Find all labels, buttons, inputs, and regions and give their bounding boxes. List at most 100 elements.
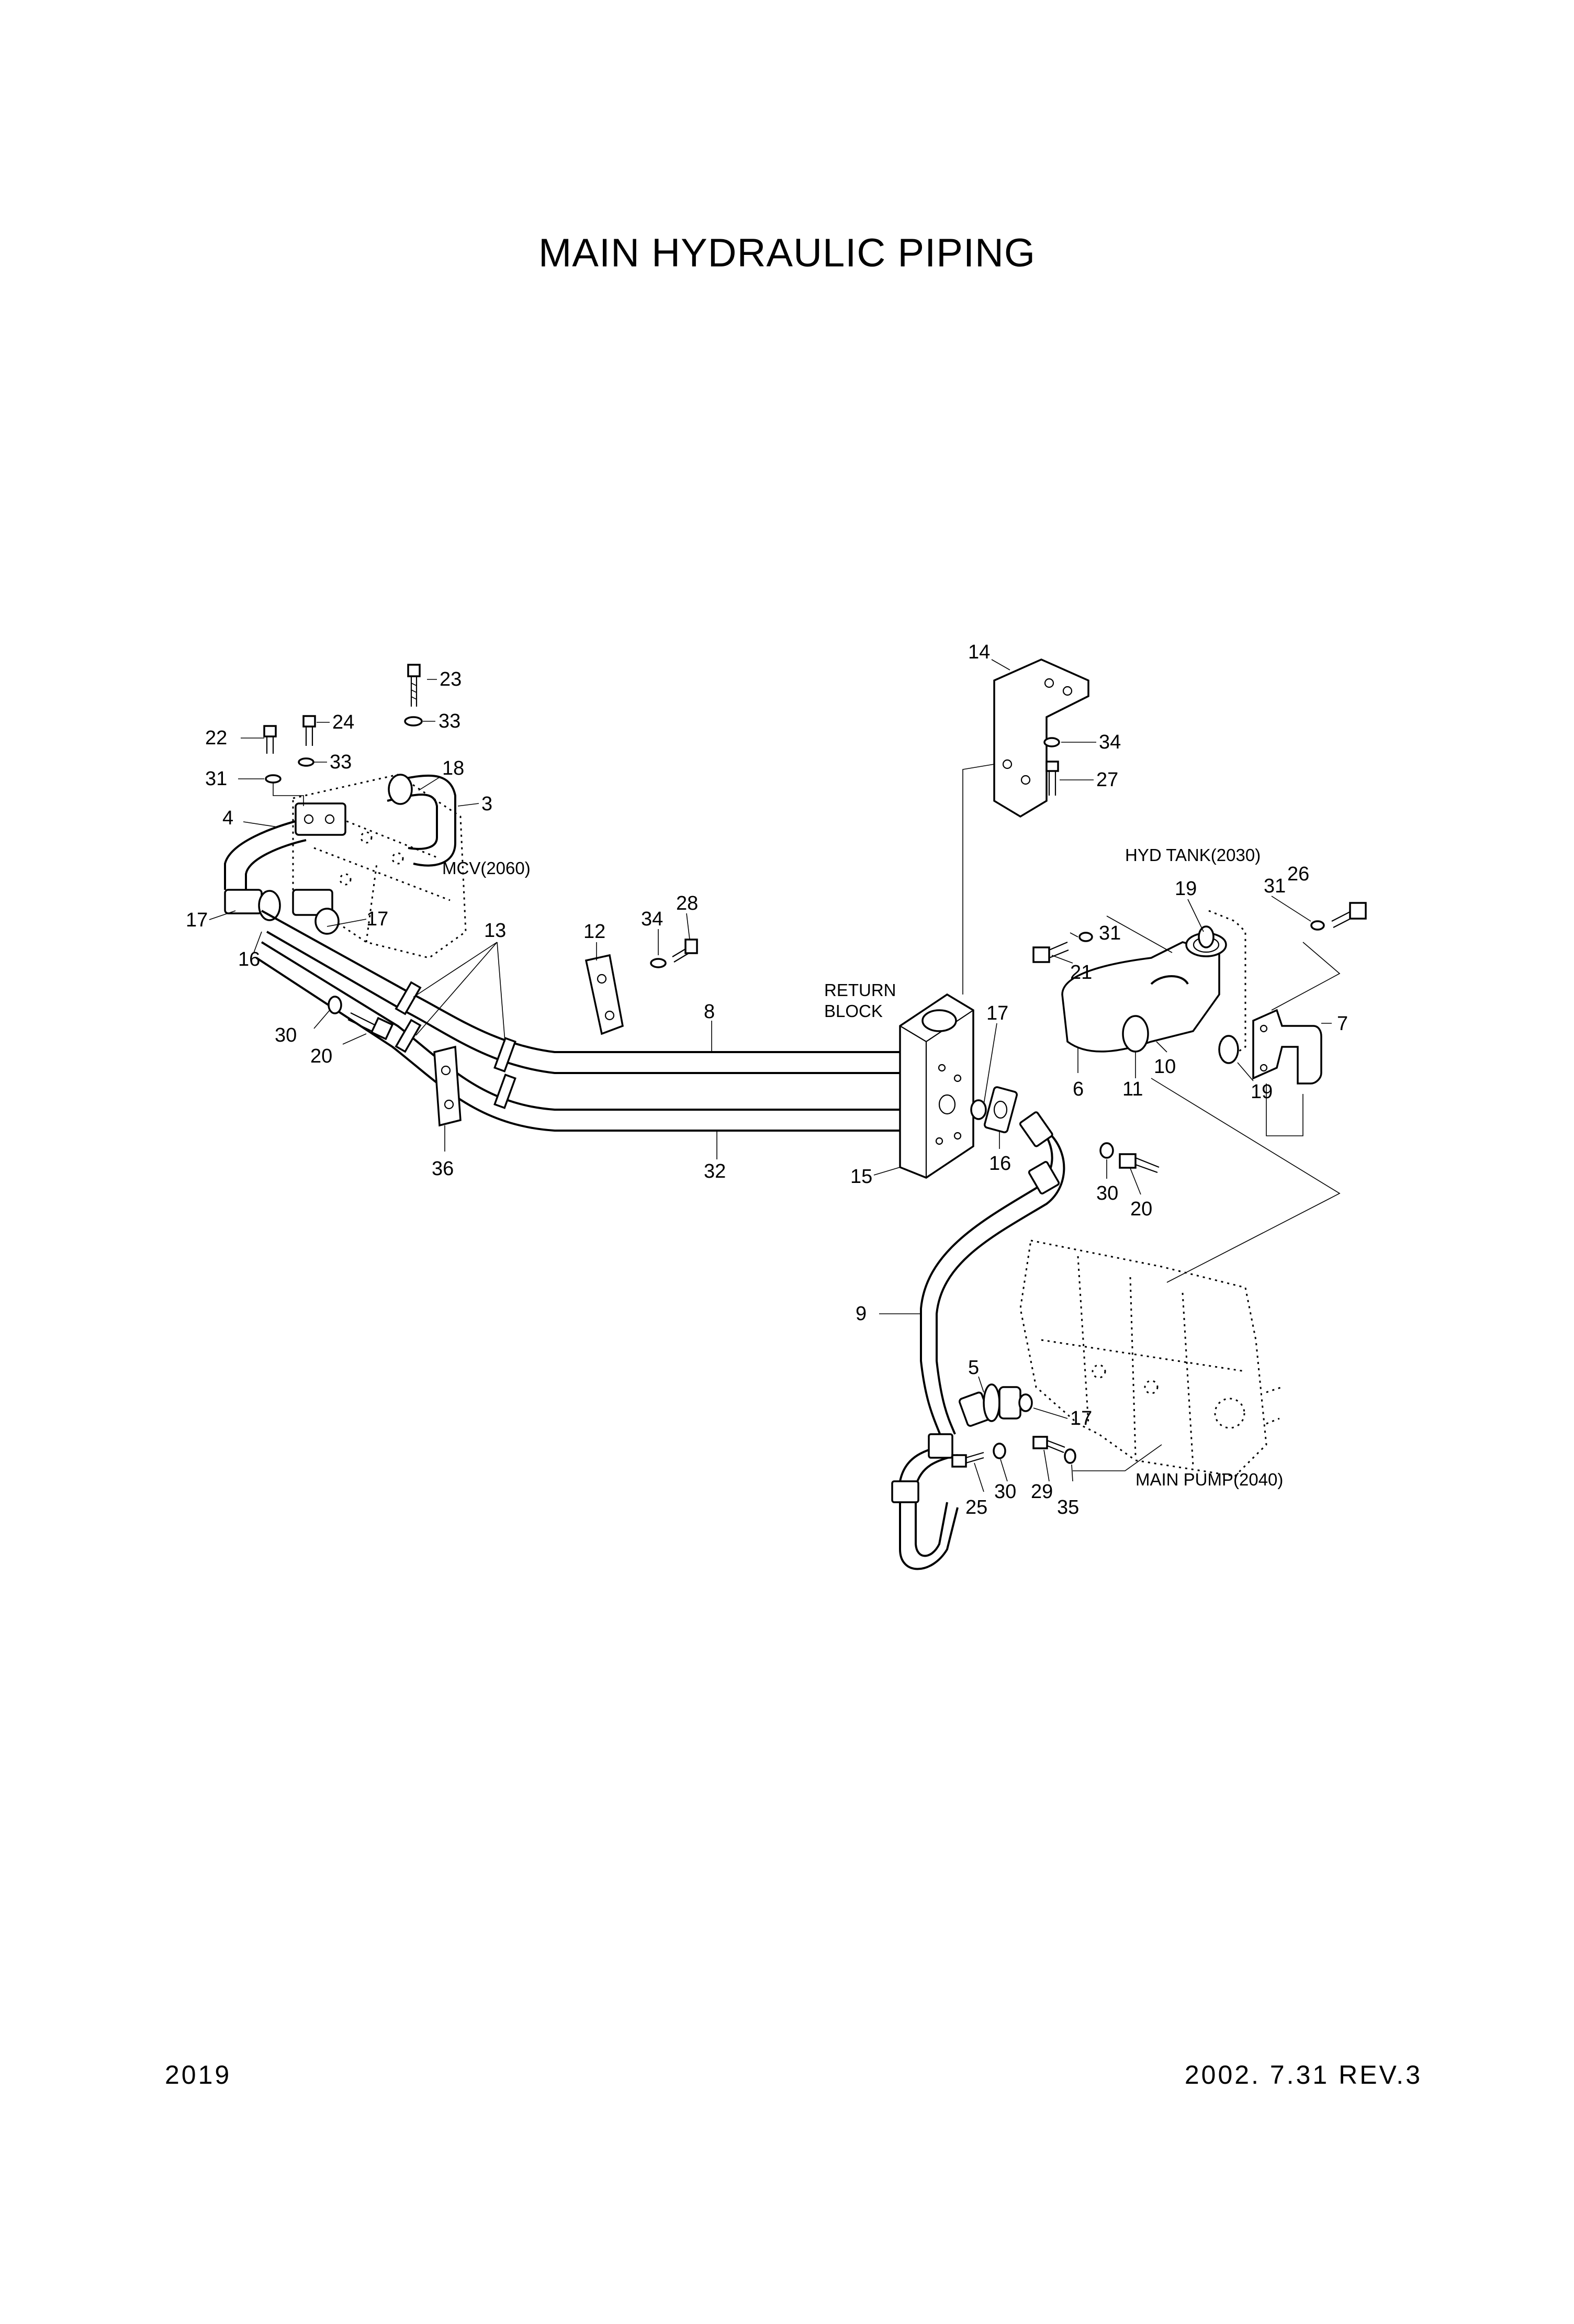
pipe-32	[255, 941, 900, 1132]
callout-30a: 30	[275, 1024, 297, 1046]
bolt-21	[1032, 941, 1069, 963]
clamp-36	[433, 1045, 462, 1127]
washer-30b	[1099, 1142, 1114, 1159]
callout-28: 28	[676, 892, 698, 914]
callout-18: 18	[442, 757, 464, 779]
bolt-29	[1032, 1436, 1065, 1454]
callout-16a: 16	[238, 948, 260, 970]
pump-leader-line	[1151, 1078, 1341, 1283]
callout-leaders	[209, 659, 1332, 1492]
callout-7: 7	[1337, 1013, 1348, 1035]
main-pump-outline	[1019, 1239, 1283, 1477]
o-ring-17d	[1018, 1393, 1033, 1412]
diagram-notes: MCV(2060) HYD TANK(2030) RETURN BLOCK MA…	[442, 845, 1283, 1489]
flange-16a	[224, 889, 281, 921]
callout-15: 15	[850, 1166, 872, 1188]
callout-19a: 19	[1175, 878, 1197, 900]
bolt-28	[672, 938, 698, 963]
callout-5: 5	[968, 1357, 979, 1379]
callout-34a: 34	[641, 908, 663, 930]
callout-20a: 20	[310, 1045, 332, 1067]
hyd-tank-outline	[1208, 910, 1246, 1058]
bolt-27	[1045, 761, 1059, 796]
callout-33a: 33	[439, 710, 460, 732]
callout-30b: 30	[1096, 1182, 1118, 1204]
callout-35: 35	[1057, 1496, 1079, 1518]
callout-33b: 33	[330, 751, 352, 773]
washer-31c	[1310, 920, 1325, 931]
callout-14: 14	[968, 641, 990, 663]
callout-30c: 30	[994, 1481, 1016, 1503]
callout-8: 8	[704, 1001, 715, 1023]
note-mcv: MCV(2060)	[442, 858, 531, 878]
o-ring-19a	[1198, 925, 1215, 948]
pipe-6	[1061, 932, 1227, 1053]
washer-30a	[328, 996, 342, 1014]
callout-12: 12	[583, 921, 605, 943]
callout-19b: 19	[1251, 1081, 1273, 1103]
pipe-3	[387, 774, 456, 867]
callout-31b: 31	[1099, 922, 1121, 944]
note-main-pump: MAIN PUMP(2040)	[1135, 1470, 1283, 1489]
note-return-block-line1: RETURN	[824, 980, 896, 1000]
hose-9	[891, 1111, 1065, 1570]
callout-34b: 34	[1099, 731, 1121, 753]
washer-33b	[298, 757, 314, 767]
bolt-26	[1331, 902, 1367, 928]
callout-22: 22	[205, 727, 227, 749]
washer-31b	[1078, 932, 1093, 942]
bolt-25	[951, 1451, 984, 1468]
callout-4: 4	[222, 807, 233, 829]
callout-31a: 31	[205, 768, 227, 790]
callout-17c: 17	[986, 1002, 1008, 1024]
callout-17a: 17	[186, 909, 208, 931]
washer-34a	[650, 958, 667, 968]
callout-labels: 23 33 22 24 33 31 18 3 4 17 17 16 13 12 …	[186, 641, 1348, 1518]
bracket-leader-line	[962, 764, 995, 995]
flange-mcv-right	[292, 889, 340, 935]
callout-27: 27	[1096, 769, 1118, 791]
callout-26: 26	[1287, 863, 1309, 885]
o-ring-17c	[970, 1099, 987, 1120]
callout-16b: 16	[989, 1153, 1011, 1175]
callout-32: 32	[704, 1160, 726, 1182]
revision-date: 2002. 7.31 REV.3	[1184, 2060, 1422, 2090]
page-title: MAIN HYDRAULIC PIPING	[538, 231, 1036, 275]
pipe-7	[1252, 1009, 1322, 1085]
clamp-12	[584, 954, 624, 1035]
pipe-4	[224, 802, 346, 890]
callout-29: 29	[1031, 1481, 1053, 1503]
callout-13: 13	[484, 920, 506, 942]
callout-25: 25	[965, 1496, 987, 1518]
washer-31a	[265, 774, 282, 784]
note-hyd-tank: HYD TANK(2030)	[1125, 845, 1261, 865]
washer-30c	[993, 1443, 1006, 1459]
washer-35	[1064, 1448, 1076, 1464]
bolt-24	[302, 715, 316, 746]
note-return-block-line2: BLOCK	[824, 1001, 883, 1021]
callout-6: 6	[1073, 1078, 1084, 1100]
callout-11: 11	[1122, 1078, 1143, 1100]
bolt-22	[263, 725, 277, 754]
callout-17b: 17	[366, 908, 388, 930]
return-block-15	[899, 993, 974, 1179]
tank-leader-3	[1266, 1083, 1303, 1136]
bolt-20b	[1119, 1153, 1160, 1174]
callout-17d: 17	[1070, 1407, 1092, 1429]
mcv-valve-outline	[292, 774, 467, 959]
tank-leader-1	[1106, 915, 1173, 953]
washer-34b	[1043, 737, 1060, 747]
flange-16b	[983, 1086, 1018, 1133]
page-number: 2019	[165, 2060, 232, 2090]
fitting-5	[959, 1383, 1021, 1427]
callout-24: 24	[332, 711, 354, 733]
o-ring-19b	[1218, 1035, 1239, 1064]
pump-bolt-leader	[1073, 1444, 1162, 1471]
tank-leader-2	[1271, 942, 1341, 1011]
bracket-14	[993, 658, 1089, 818]
callout-21: 21	[1070, 962, 1092, 984]
callout-31c: 31	[1264, 875, 1286, 897]
pipe-8	[261, 910, 900, 1074]
